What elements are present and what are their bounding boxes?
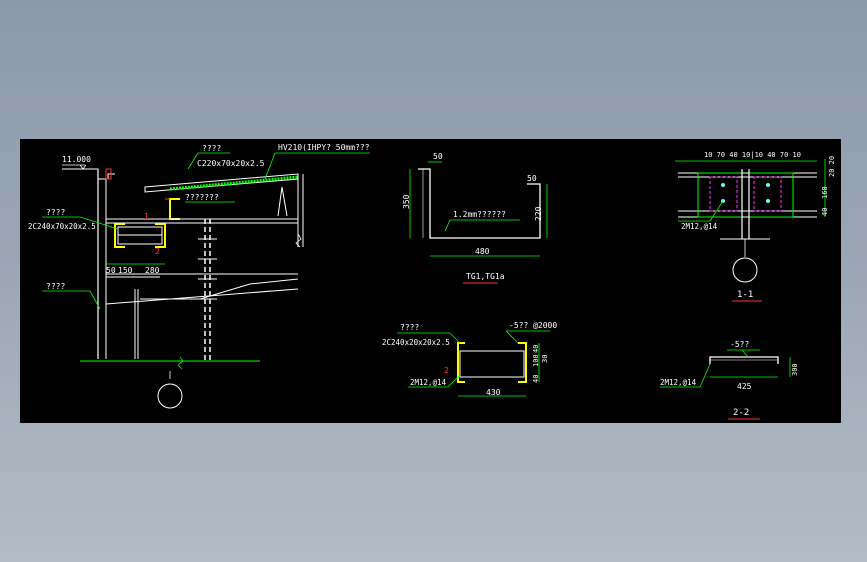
section-2c-spec: 2C240x20x20x2.5 (382, 338, 450, 347)
drawing-svg: 11.000 (28, 143, 836, 420)
label-mid: ??????? (185, 193, 219, 202)
section-1-1-bolts: 2M12,@14 (681, 222, 718, 231)
section-2-2-dim-width: 425 (737, 382, 752, 391)
section-2-2-plate: -5?? (730, 340, 749, 349)
section-2c-dim-40a: 40 (532, 345, 540, 353)
section-1-1-dims-top: 10 70 40 10|10 40 70 10 (704, 151, 801, 159)
purlin-spec: C220x70x20x2.5 (197, 159, 265, 168)
beam-spec: 2C240x70x20x2.5 (28, 222, 96, 231)
gutter-thickness: 1.2mm?????? (453, 210, 506, 219)
section-1-1: 10 70 40 10|10 40 70 10 20 20 160 40 2M1… (675, 151, 836, 302)
section-2c-dim-30: 30 (541, 355, 549, 363)
gutter-section: 50 50 350 220 1.2mm?????? 480 TG1,TG1a (402, 152, 548, 284)
gutter-caption: TG1,TG1a (466, 272, 505, 281)
section-2c-mark: 2 (444, 366, 449, 375)
section-2c-plate: -5?? @2000 (509, 321, 557, 330)
elevation-label: 11.000 (62, 155, 91, 164)
gutter-dim-height-left: 350 (402, 194, 411, 209)
section-2c-dim-430: 430 (486, 388, 501, 397)
section-1-1-title: 1-1 (737, 290, 753, 300)
gutter-dim-bottom: 480 (475, 247, 490, 256)
dim-50: 50 (106, 266, 116, 275)
gutter-dim-height-right: 220 (534, 206, 543, 221)
drawing-canvas: 11.000 (20, 139, 841, 423)
section-2-2-bolts: 2M12,@14 (660, 378, 697, 387)
label-left: ???? (46, 208, 65, 217)
bolt-holes (721, 183, 770, 203)
label-lower: ???? (46, 282, 65, 291)
section-2-2-title: 2-2 (733, 408, 749, 418)
roof-panel-label: HV210(IHPY? 50mm??? (278, 143, 370, 152)
main-section: 11.000 (28, 143, 370, 409)
section-1-1-dims-right-mid: 160 (821, 186, 829, 199)
section-1-1-dims-right-low: 40 (821, 208, 829, 216)
section-2c-dim-40b: 40 (532, 375, 540, 383)
gutter-dim-lip: 50 (527, 174, 537, 183)
dim-150: 150 (118, 266, 133, 275)
double-channel-section: 2 ???? 2C240x20x20x2.5 -5?? @2000 2M12,@… (382, 321, 557, 397)
dim-280: 280 (145, 266, 160, 275)
section-1-1-dims-right-top: 20 20 (828, 156, 836, 177)
gutter-dim-top: 50 (433, 152, 443, 161)
section-mark-1: 1 (144, 212, 149, 221)
section-2-2: -5?? 2M12,@14 425 300 2-2 (660, 340, 799, 420)
section-2c-dim-100: 100 (532, 354, 540, 367)
label-top: ???? (202, 144, 221, 153)
section-2-2-dim-height: 300 (791, 363, 799, 376)
section-2c-label: ???? (400, 323, 419, 332)
section-mark-2: 2 (155, 247, 160, 256)
section-2c-bolts: 2M12,@14 (410, 378, 447, 387)
